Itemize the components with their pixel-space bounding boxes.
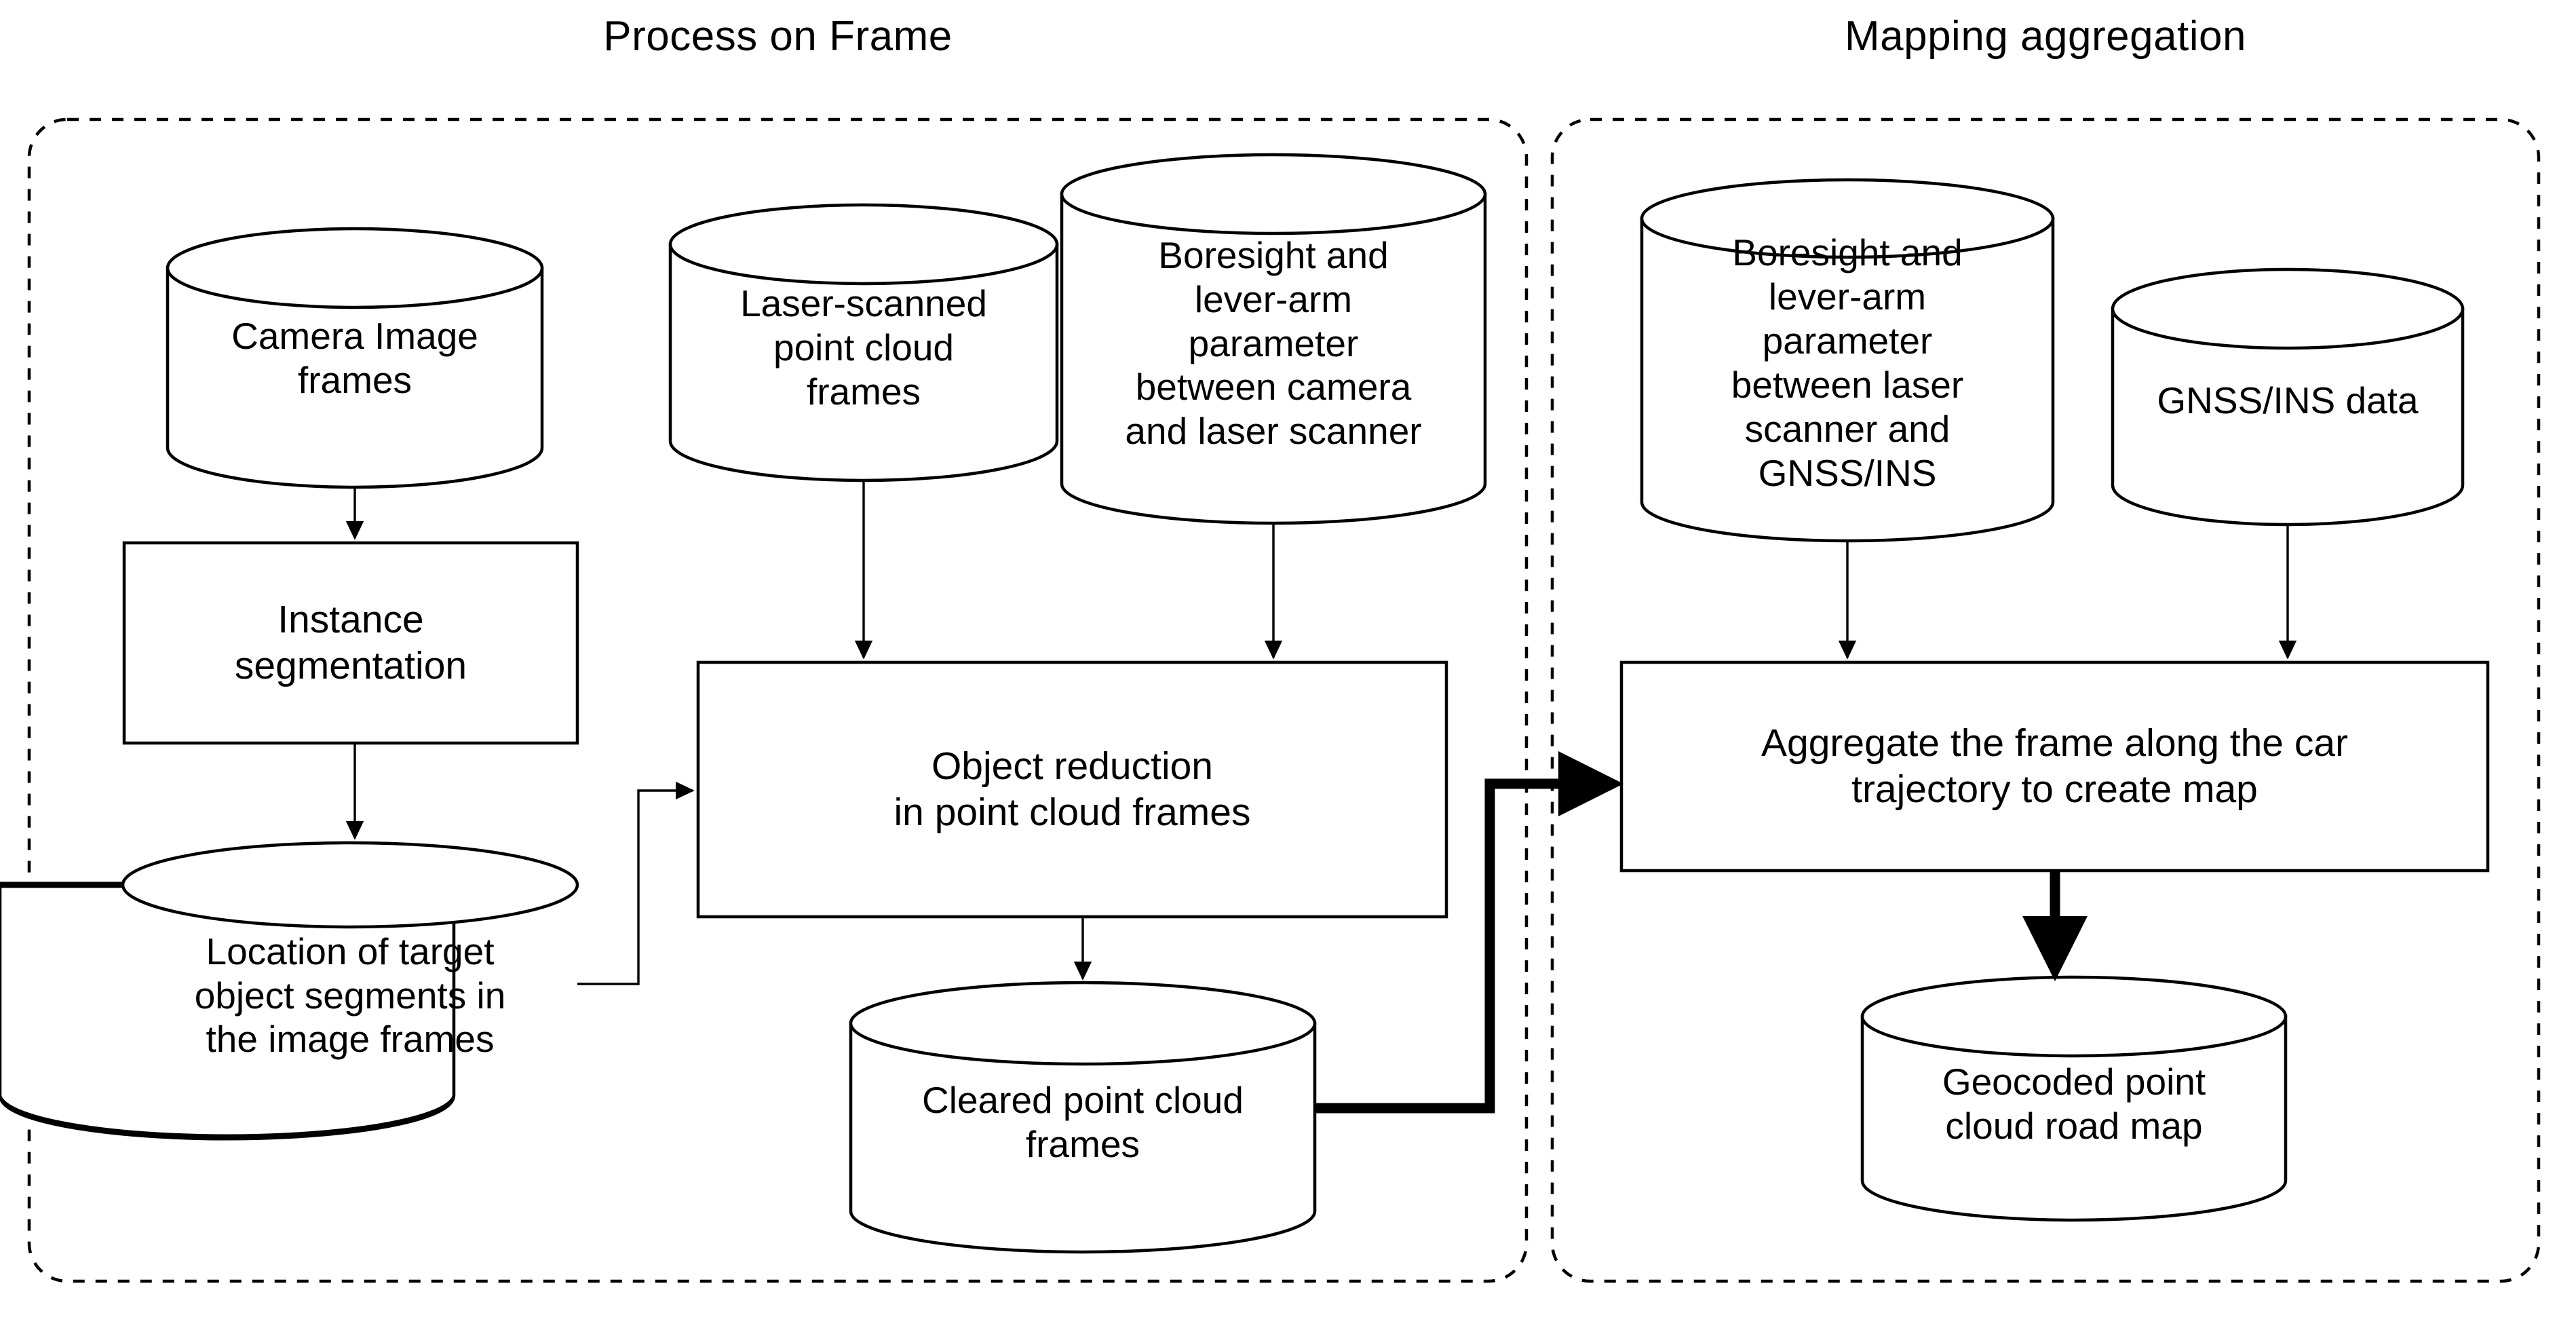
node-object-reduction[interactable] [696, 660, 1448, 919]
edge-location-to-objectreduction [577, 781, 695, 985]
panel-process-on-frame-border [27, 117, 1529, 1283]
node-gnss-ins-data[interactable] [2111, 267, 2465, 527]
edge-clearedframes-to-aggregate-thick [1315, 751, 1624, 1114]
panel-title-process-on-frame: Process on Frame [603, 13, 953, 60]
node-instance-segmentation[interactable] [122, 541, 579, 745]
node-laser-point-cloud-frames[interactable] [668, 203, 1059, 482]
node-location-target-segments[interactable] [0, 841, 579, 1141]
node-aggregate-frames[interactable] [1619, 660, 2490, 873]
panel-mapping-aggregation-border [1550, 117, 2541, 1283]
node-cleared-point-cloud-frames[interactable] [849, 981, 1317, 1254]
node-camera-image-frames[interactable] [166, 227, 544, 489]
node-geocoded-road-map[interactable] [1860, 975, 2288, 1222]
node-boresight-laser-gnss[interactable] [1640, 178, 2055, 543]
node-boresight-camera-laser[interactable] [1060, 153, 1487, 525]
panel-title-mapping-aggregation: Mapping aggregation [1844, 13, 2247, 60]
